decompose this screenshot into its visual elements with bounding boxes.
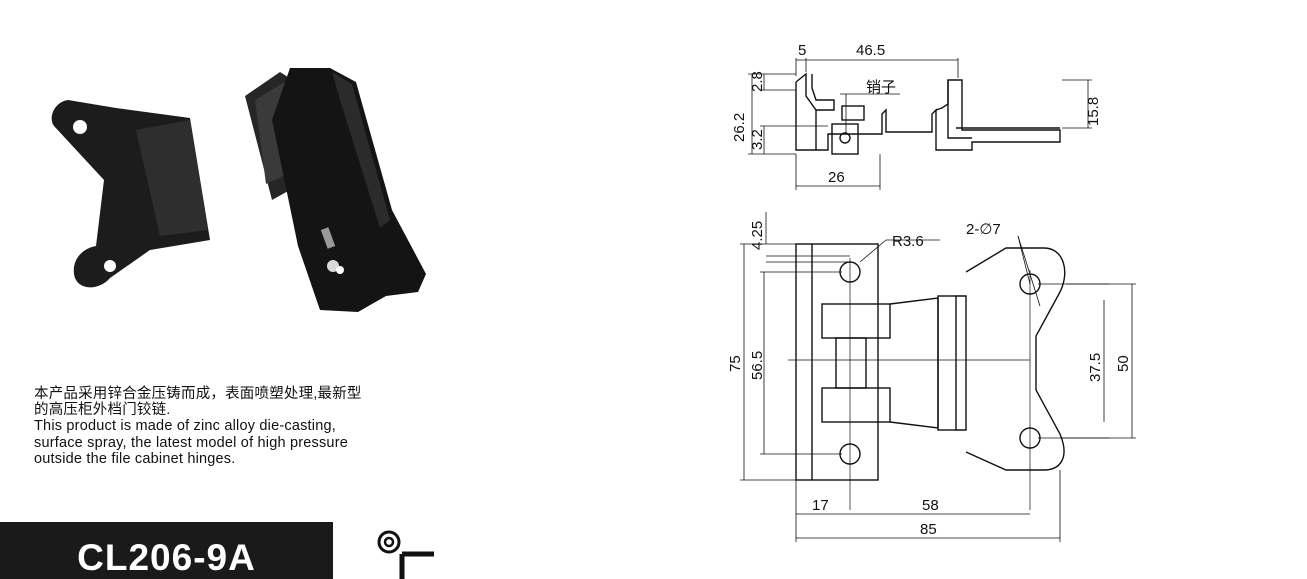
dim-front-height-outer: 75 <box>727 355 744 372</box>
hinge-symbol-icon <box>377 530 434 579</box>
dim-front-top-offset: 4.25 <box>749 221 766 250</box>
product-description: 本产品采用锌合金压铸而成，表面喷塑处理,最新型 的高压柜外档门铰链. This … <box>34 386 474 467</box>
dim-side-right: 15.8 <box>1085 97 1102 126</box>
model-code: CL206-9A <box>77 536 256 578</box>
dim-front-holes: 2-∅7 <box>966 221 1001 238</box>
dim-front-hole-pitch: 37.5 <box>1087 353 1104 382</box>
description-zh-line: 本产品采用锌合金压铸而成，表面喷塑处理,最新型 <box>34 386 362 402</box>
description-en-line: This product is made of zinc alloy die-c… <box>34 418 336 435</box>
dim-side-left-bottom: 3.2 <box>749 129 766 150</box>
model-banner: CL206-9A <box>0 522 333 579</box>
dim-front-height-inner: 56.5 <box>749 351 766 380</box>
dim-side-left-outer: 26.2 <box>731 113 748 142</box>
dim-side-top-wide: 46.5 <box>856 42 885 59</box>
dim-side-top-small: 5 <box>798 42 806 59</box>
product-photo <box>40 60 430 320</box>
dim-front-bottom-mid: 58 <box>922 497 939 514</box>
pin-icon <box>327 260 339 272</box>
technical-drawing: 5 46.5 销子 26.2 2.8 3.2 15.8 26 4.25 R3.6… <box>727 42 1136 542</box>
pin-label: 销子 <box>866 79 896 96</box>
dim-side-bottom: 26 <box>828 169 845 186</box>
mount-hole <box>104 260 116 272</box>
dim-front-bottom-total: 85 <box>920 521 937 538</box>
dim-front-bottom-left: 17 <box>812 497 829 514</box>
dim-front-right-height: 50 <box>1115 355 1132 372</box>
description-zh-line: 的高压柜外档门铰链. <box>34 402 171 419</box>
side-view <box>748 58 1092 190</box>
dim-side-left-top: 2.8 <box>749 71 766 92</box>
description-en-line: outside the file cabinet hinges. <box>34 450 236 467</box>
front-view <box>740 212 1136 542</box>
description-en-line: surface spray, the latest model of high … <box>34 434 348 451</box>
mount-hole <box>73 120 87 134</box>
dim-front-radius: R3.6 <box>892 233 924 250</box>
